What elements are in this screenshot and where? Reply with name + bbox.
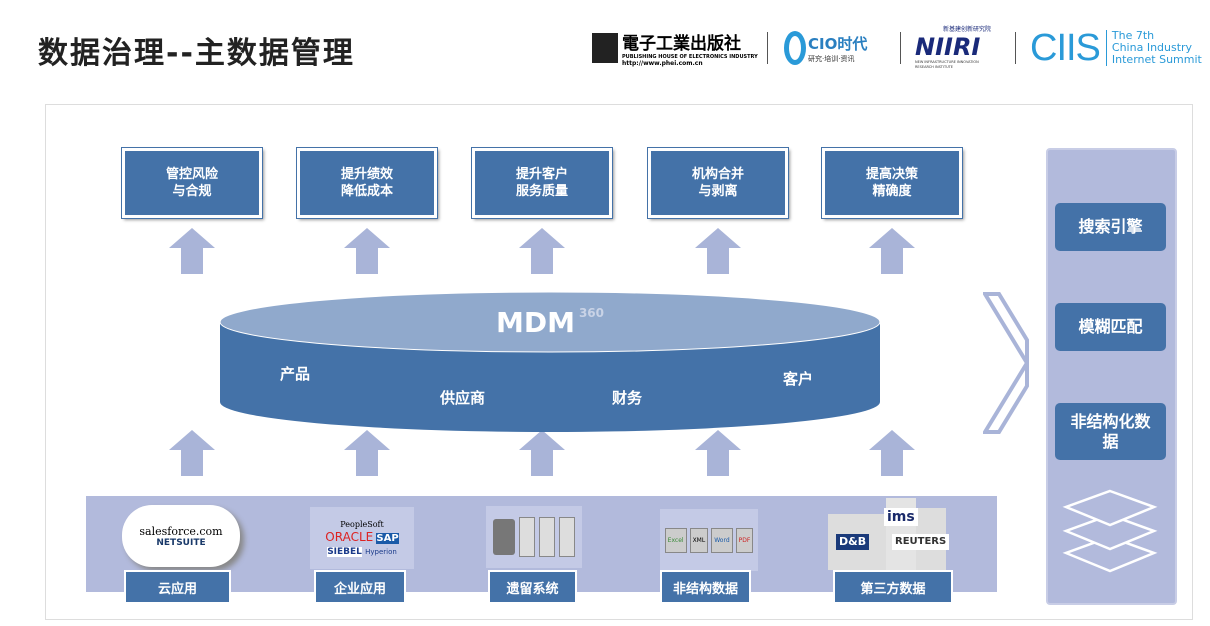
arrow-up-icon: [519, 228, 565, 274]
panel-item-fuzzy-match: 模糊匹配: [1055, 303, 1166, 351]
goal-box: 提升绩效降低成本: [296, 147, 438, 219]
cylinder-body: [220, 322, 880, 432]
file-icon: Excel: [664, 527, 687, 553]
logo-text: SIEBEL: [327, 546, 362, 557]
phei-url: http://www.phei.com.cn: [622, 60, 703, 67]
panel-item-search-engine: 搜索引擎: [1055, 203, 1166, 251]
niiri-sub: NEW INFRASTRUCTURE INNOVATION RESEARCH I…: [915, 60, 979, 69]
phei-name: 電子工業出版社: [622, 34, 741, 54]
arrow-up-icon: [344, 228, 390, 274]
arrow-up-icon: [519, 430, 565, 476]
arrow-up-icon: [695, 228, 741, 274]
source-third-party-data: 第三方数据: [833, 570, 953, 604]
arrow-up-icon: [869, 228, 915, 274]
arrow-up-icon: [344, 430, 390, 476]
logo-text: NETSUITE: [156, 537, 206, 548]
logo-text: Hyperion: [365, 547, 397, 556]
domain-label: 产品: [280, 365, 311, 383]
goal-box: 机构合并与剥离: [647, 147, 789, 219]
divider: [767, 32, 768, 64]
server-icon: [486, 506, 582, 568]
arrow-up-icon: [169, 228, 215, 274]
arrow-up-icon: [169, 430, 215, 476]
ciis-logo: CIIS The 7th China Industry Internet Sum…: [1030, 26, 1202, 69]
mdm-title: MDM: [495, 306, 575, 339]
file-icon: XML: [689, 527, 709, 553]
ciis-line: Internet Summit: [1111, 53, 1202, 66]
arrow-up-icon: [869, 430, 915, 476]
cloud-apps-logos: salesforce.com NETSUITE: [122, 505, 240, 567]
source-unstructured-data: 非结构数据: [660, 570, 751, 604]
file-icon: Word: [711, 527, 733, 553]
niiri-logo: 新基建创新研究院 NIIRI NEW INFRASTRUCTURE INNOVA…: [915, 26, 995, 70]
domain-label: 客户: [783, 370, 814, 388]
enterprise-apps-logos: PeopleSoft ORACLE SAP SIEBEL Hyperion: [310, 507, 414, 569]
source-legacy-systems: 遗留系统: [488, 570, 577, 604]
document-files-icon: Excel XML Word PDF: [660, 509, 758, 571]
cio-name: CIO时代: [808, 34, 868, 53]
logo-text: SAP: [376, 532, 399, 544]
ciis-line: The 7th: [1111, 29, 1155, 42]
logo-text: PeopleSoft: [340, 519, 384, 529]
cio-logo: CIO时代 研究·培训·资讯: [784, 28, 867, 68]
mdm-cylinder: [220, 292, 880, 432]
panel-item-unstructured-data: 非结构化数据: [1055, 403, 1166, 460]
mdm-heading: MDM 360: [380, 306, 720, 340]
logo-text: REUTERS: [892, 534, 950, 550]
goal-box: 提高决策精确度: [821, 147, 963, 219]
logo-text: salesforce.com: [139, 524, 223, 538]
goal-box: 提升客户服务质量: [471, 147, 613, 219]
mdm-superscript: 360: [578, 306, 605, 320]
source-enterprise-apps: 企业应用: [314, 570, 406, 604]
phei-sub: PUBLISHING HOUSE OF ELECTRONICS INDUSTRY: [622, 54, 758, 60]
domain-label: 财务: [612, 389, 643, 407]
divider: [1015, 32, 1016, 64]
page-title: 数据治理--主数据管理: [38, 36, 355, 71]
cylinder-top: [220, 292, 880, 353]
domain-label: 供应商: [440, 389, 486, 407]
divider: [900, 32, 901, 64]
third-party-logos: ims D&B REUTERS: [828, 498, 968, 570]
cio-sub: 研究·培训·资讯: [808, 54, 855, 63]
chevron-right-icon: [983, 292, 1029, 434]
layers-icon: [1062, 489, 1158, 573]
ciis-name: CIIS: [1030, 26, 1101, 69]
logo-text: D&B: [836, 534, 870, 550]
logo-text: ims: [884, 508, 918, 526]
niiri-top: 新基建创新研究院: [943, 26, 992, 33]
ciis-line: China Industry: [1111, 41, 1193, 54]
logo-text: ORACLE: [325, 529, 374, 544]
niiri-name: NIIRI: [915, 33, 981, 61]
diagram-frame: [45, 104, 1193, 620]
goal-box: 管控风险与合规: [121, 147, 263, 219]
phei-logo: 電子工業出版社 PUBLISHING HOUSE OF ELECTRONICS …: [592, 28, 758, 68]
arrow-up-icon: [695, 430, 741, 476]
file-icon: PDF: [735, 527, 754, 553]
source-cloud-apps: 云应用: [124, 570, 231, 604]
